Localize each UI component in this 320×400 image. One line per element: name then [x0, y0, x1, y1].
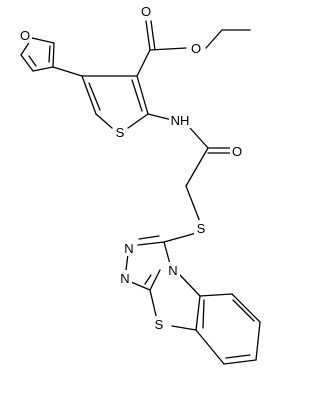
bond: [232, 299, 255, 322]
atom-nitrogen-bridgehead: N: [168, 263, 177, 278]
bond: [195, 329, 225, 365]
label-background: [18, 27, 32, 43]
bond: [52, 66, 83, 77]
bond: [144, 274, 152, 285]
bond: [231, 293, 261, 323]
bond: [185, 147, 209, 187]
atom-nh-amide: NH: [171, 113, 190, 128]
chemical-structure: O O O S NH O S N N N S: [18, 3, 261, 365]
bond: [225, 354, 251, 359]
bonds: [20, 20, 261, 365]
bond: [149, 47, 187, 51]
bond: [48, 45, 51, 63]
bond: [81, 75, 97, 115]
bond: [130, 281, 151, 291]
bond: [163, 241, 171, 265]
bond: [255, 321, 261, 361]
bond: [205, 29, 223, 49]
label-background: [166, 262, 180, 278]
bond: [20, 54, 34, 72]
label-background: [194, 220, 208, 236]
atom-oxygen-carbonyl: O: [141, 4, 151, 19]
bond: [179, 274, 201, 297]
bond: [223, 359, 257, 365]
bond: [145, 20, 151, 51]
bond: [138, 235, 160, 240]
bond: [202, 299, 205, 329]
bond: [131, 79, 143, 112]
bond: [147, 113, 173, 121]
atom-sulfur-thiophene: S: [116, 125, 125, 140]
label-background: [118, 270, 132, 286]
atom-labels: O O O S NH O S N N N S: [18, 3, 244, 332]
bond: [195, 295, 201, 331]
bond: [149, 269, 161, 291]
atom-sulfur-benzothiazole: S: [155, 317, 164, 332]
bond: [95, 113, 113, 129]
label-background: [169, 112, 191, 128]
bond: [150, 20, 156, 51]
bond: [88, 82, 101, 111]
bond: [28, 55, 37, 67]
bond: [199, 293, 233, 297]
bond: [127, 113, 149, 129]
atom-oxygen-furan: O: [20, 28, 30, 43]
label-background: [230, 143, 244, 159]
bond: [185, 185, 201, 223]
atom-nitrogen-triazole: N: [124, 241, 133, 256]
bond: [31, 37, 55, 44]
bond: [149, 289, 158, 321]
atom-sulfur-thioether: S: [197, 221, 206, 236]
label-background: [152, 316, 166, 332]
bond: [136, 75, 149, 115]
atom-oxygen-amide: O: [232, 144, 242, 159]
atom-nitrogen-triazole: N: [120, 271, 129, 286]
atom-oxygen-ester: O: [191, 41, 201, 56]
bond: [189, 127, 209, 149]
bond: [52, 42, 55, 68]
bond: [137, 241, 165, 246]
label-background: [122, 240, 136, 256]
label-background: [189, 40, 203, 56]
bond: [32, 66, 54, 72]
label-background: [113, 124, 127, 140]
label-background: [139, 3, 153, 19]
bond: [171, 325, 197, 331]
bond: [125, 253, 129, 271]
bond: [136, 49, 151, 77]
